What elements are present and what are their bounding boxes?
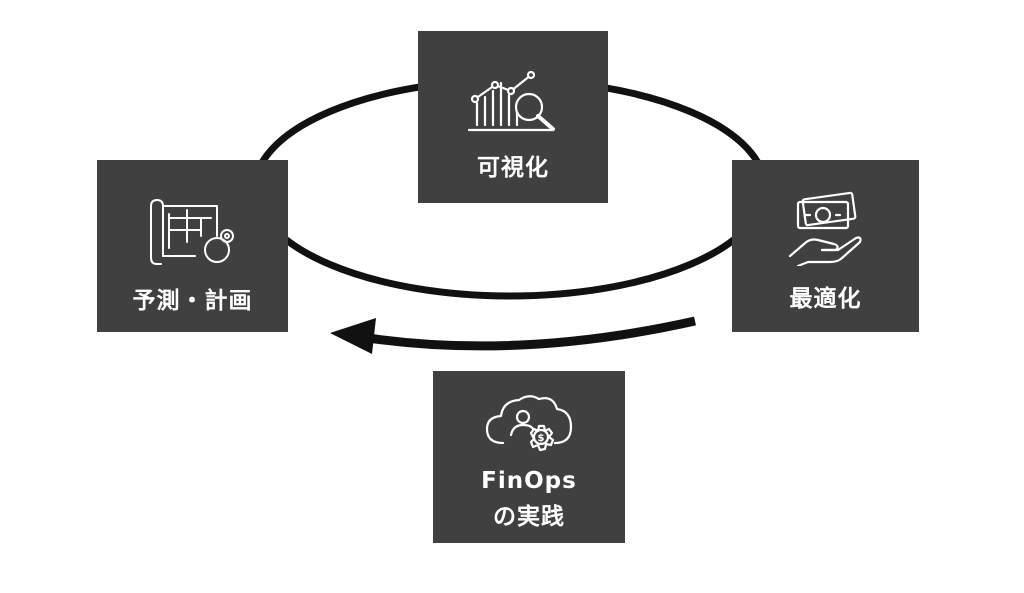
cycle-arrow-head bbox=[330, 318, 376, 354]
node-label-finops-line1: FinOps bbox=[481, 468, 577, 494]
node-forecast: 予測・計画 bbox=[97, 160, 288, 332]
node-finops: $ FinOps の実践 bbox=[433, 371, 625, 543]
blueprint-gear-icon bbox=[149, 199, 234, 265]
node-optimize: 最適化 bbox=[732, 160, 919, 332]
cloud-person-dollar-gear-icon: $ bbox=[485, 395, 573, 452]
svg-text:$: $ bbox=[538, 433, 545, 444]
node-label-forecast: 予測・計画 bbox=[132, 288, 253, 314]
node-visualize: 可視化 bbox=[418, 31, 608, 203]
node-label-optimize: 最適化 bbox=[789, 286, 862, 312]
chart-magnifier-icon bbox=[467, 70, 555, 132]
node-label-finops-line2: の実践 bbox=[493, 504, 565, 530]
cycle-arrow-line bbox=[367, 316, 696, 351]
node-label-visualize: 可視化 bbox=[477, 155, 549, 181]
hand-money-icon bbox=[788, 191, 862, 266]
